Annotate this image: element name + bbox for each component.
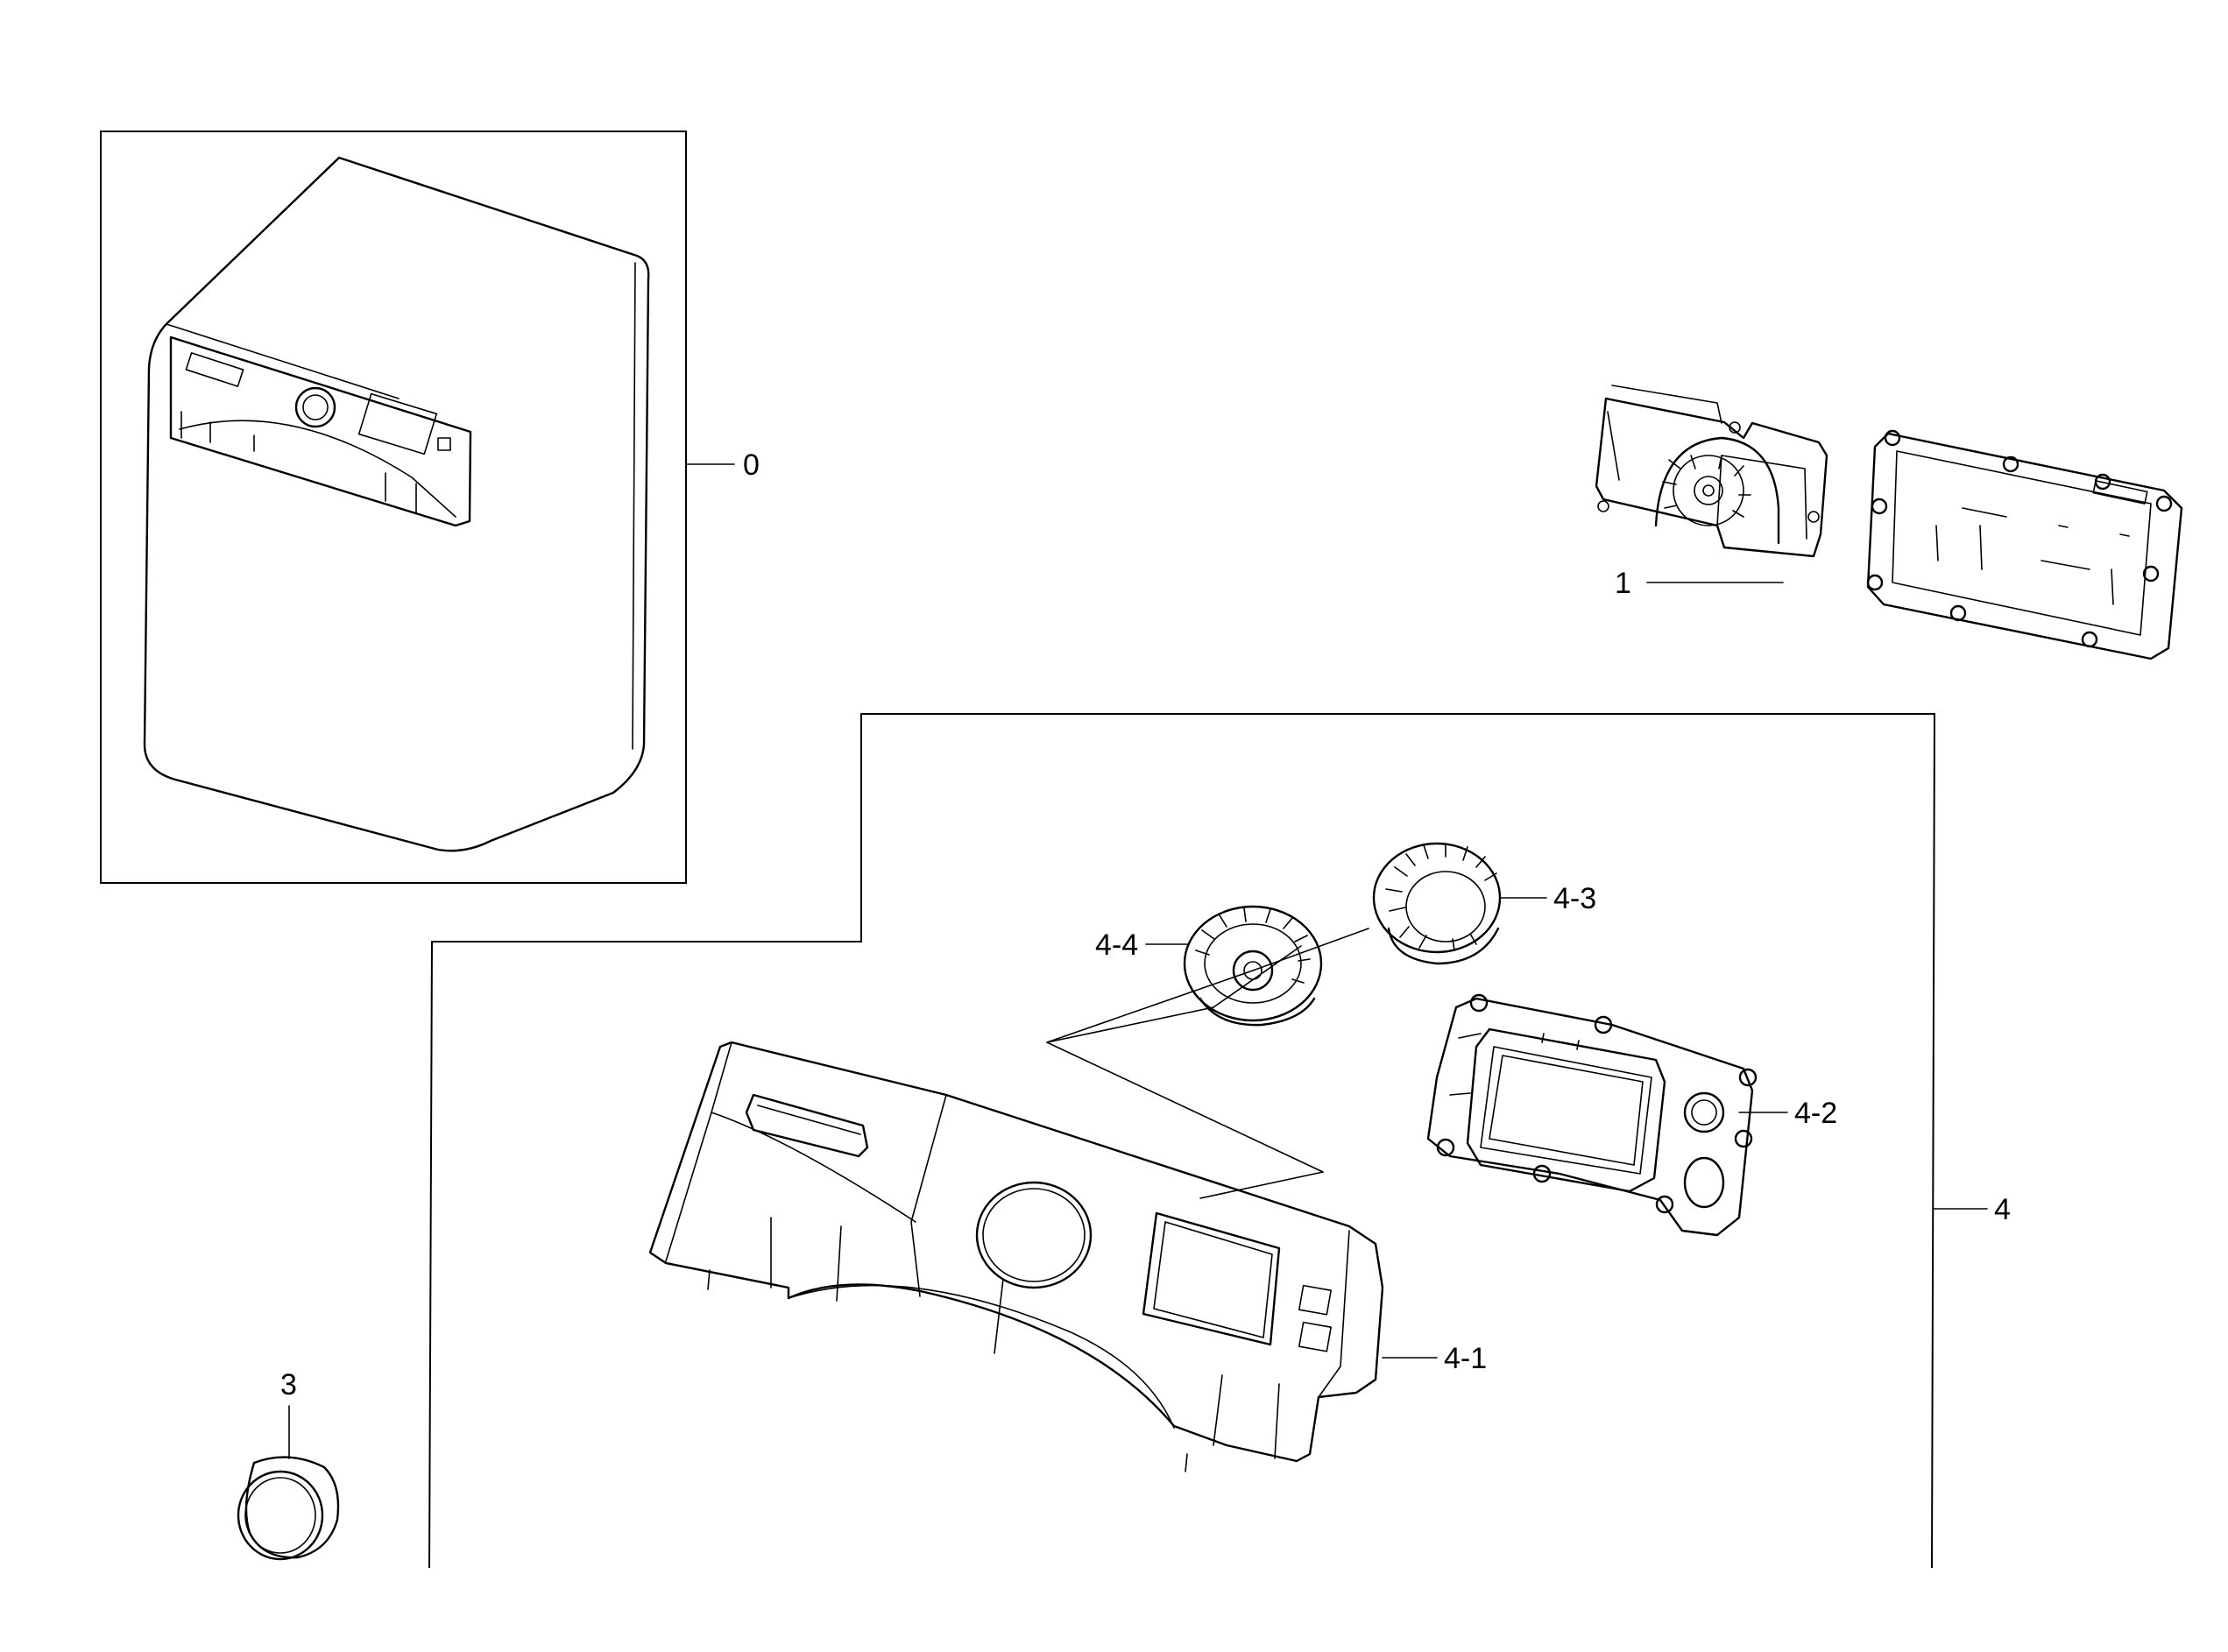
assembly-0-group: 0 [100, 131, 760, 884]
callout-1[interactable]: 1 [1615, 567, 1631, 600]
dial-ring-icon [1372, 842, 1502, 965]
assembly-3-group: 3 [237, 1368, 340, 1561]
washer-cabinet-icon [143, 156, 650, 852]
control-panel-icon [648, 1041, 1384, 1472]
callout-4[interactable]: 4 [1994, 1193, 2011, 1226]
callout-4-2[interactable]: 4-2 [1794, 1097, 1837, 1130]
assembly-guide-line [1046, 1006, 1324, 1199]
callout-0[interactable]: 0 [743, 448, 760, 482]
assembly-1-group: 1 [1595, 385, 2183, 660]
dial-knob-icon [1046, 905, 1369, 1043]
display-module-icon [1426, 993, 1758, 1237]
callout-4-1[interactable]: 4-1 [1444, 1342, 1487, 1375]
knob-icon [237, 1456, 340, 1561]
callout-4-4[interactable]: 4-4 [1095, 928, 1138, 962]
pcb-board-icon [1595, 385, 2183, 660]
assembly-4-group: 4 4-1 [428, 713, 2011, 1569]
callout-3[interactable]: 3 [280, 1368, 297, 1401]
assembly-4-frame [428, 713, 1936, 1569]
assembly-0-frame [100, 131, 687, 884]
callout-4-3[interactable]: 4-3 [1553, 882, 1596, 915]
